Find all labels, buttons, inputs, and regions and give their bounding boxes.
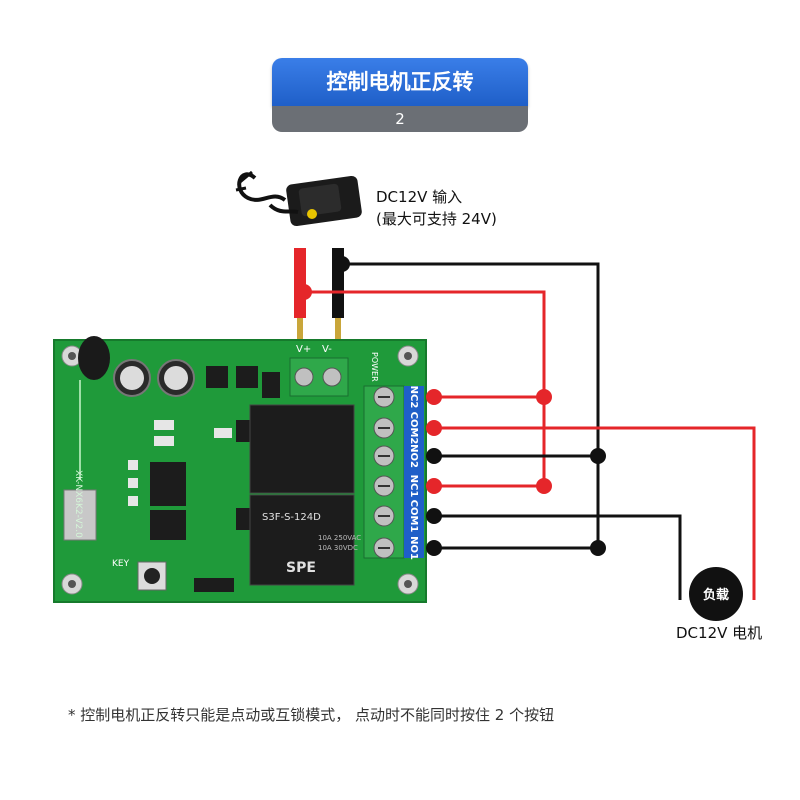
terminal-label-nc2: NC2	[408, 386, 419, 409]
load-badge: 负载	[703, 587, 729, 603]
subtitle: 2	[272, 106, 528, 132]
load-label: DC12V 电机	[676, 624, 763, 642]
board-model-label: XK-NX6K2-V2.0	[73, 470, 83, 538]
key-label: KEY	[112, 559, 130, 569]
junction-dots	[296, 256, 606, 556]
minus-label: V-	[322, 344, 332, 355]
terminal-label-strip	[404, 386, 424, 558]
power-board-label: POWER	[370, 352, 379, 382]
power-adapter-icon	[235, 170, 362, 227]
relay-brand-label: SPE	[286, 560, 316, 576]
title: 控制电机正反转	[272, 58, 528, 106]
key-button[interactable]	[144, 568, 160, 584]
relay-model-label: S3F-S-124D	[262, 512, 321, 523]
footnote: * 控制电机正反转只能是点动或互锁模式， 点动时不能同时按住 2 个按钮	[68, 706, 555, 724]
output-wiring	[304, 262, 756, 600]
relay-rating-ac: 10A 250VAC	[318, 534, 361, 542]
terminal-label-nc1: NC1	[408, 475, 419, 498]
pcb-board: KEY XK-NX6K2-V2.0 V+ V- POWER S3F-S-124D…	[53, 336, 427, 603]
power-input-line1: DC12V 输入	[376, 188, 463, 206]
power-input-line2: (最大可支持 24V)	[376, 210, 497, 228]
power-input-label: DC12V 输入 (最大可支持 24V)	[376, 186, 497, 230]
terminal-label-com1: COM1	[408, 500, 419, 533]
plus-label: V+	[296, 344, 311, 355]
load-motor: 负载	[689, 567, 743, 621]
terminal-label-no1: NO1	[408, 536, 419, 560]
terminal-label-com2: COM2	[408, 412, 419, 445]
title-banner: 控制电机正反转 2	[272, 58, 528, 134]
terminal-label-no2: NO2	[408, 444, 419, 468]
relay-rating-dc: 10A 30VDC	[318, 544, 358, 552]
red-input-lead	[294, 248, 306, 318]
